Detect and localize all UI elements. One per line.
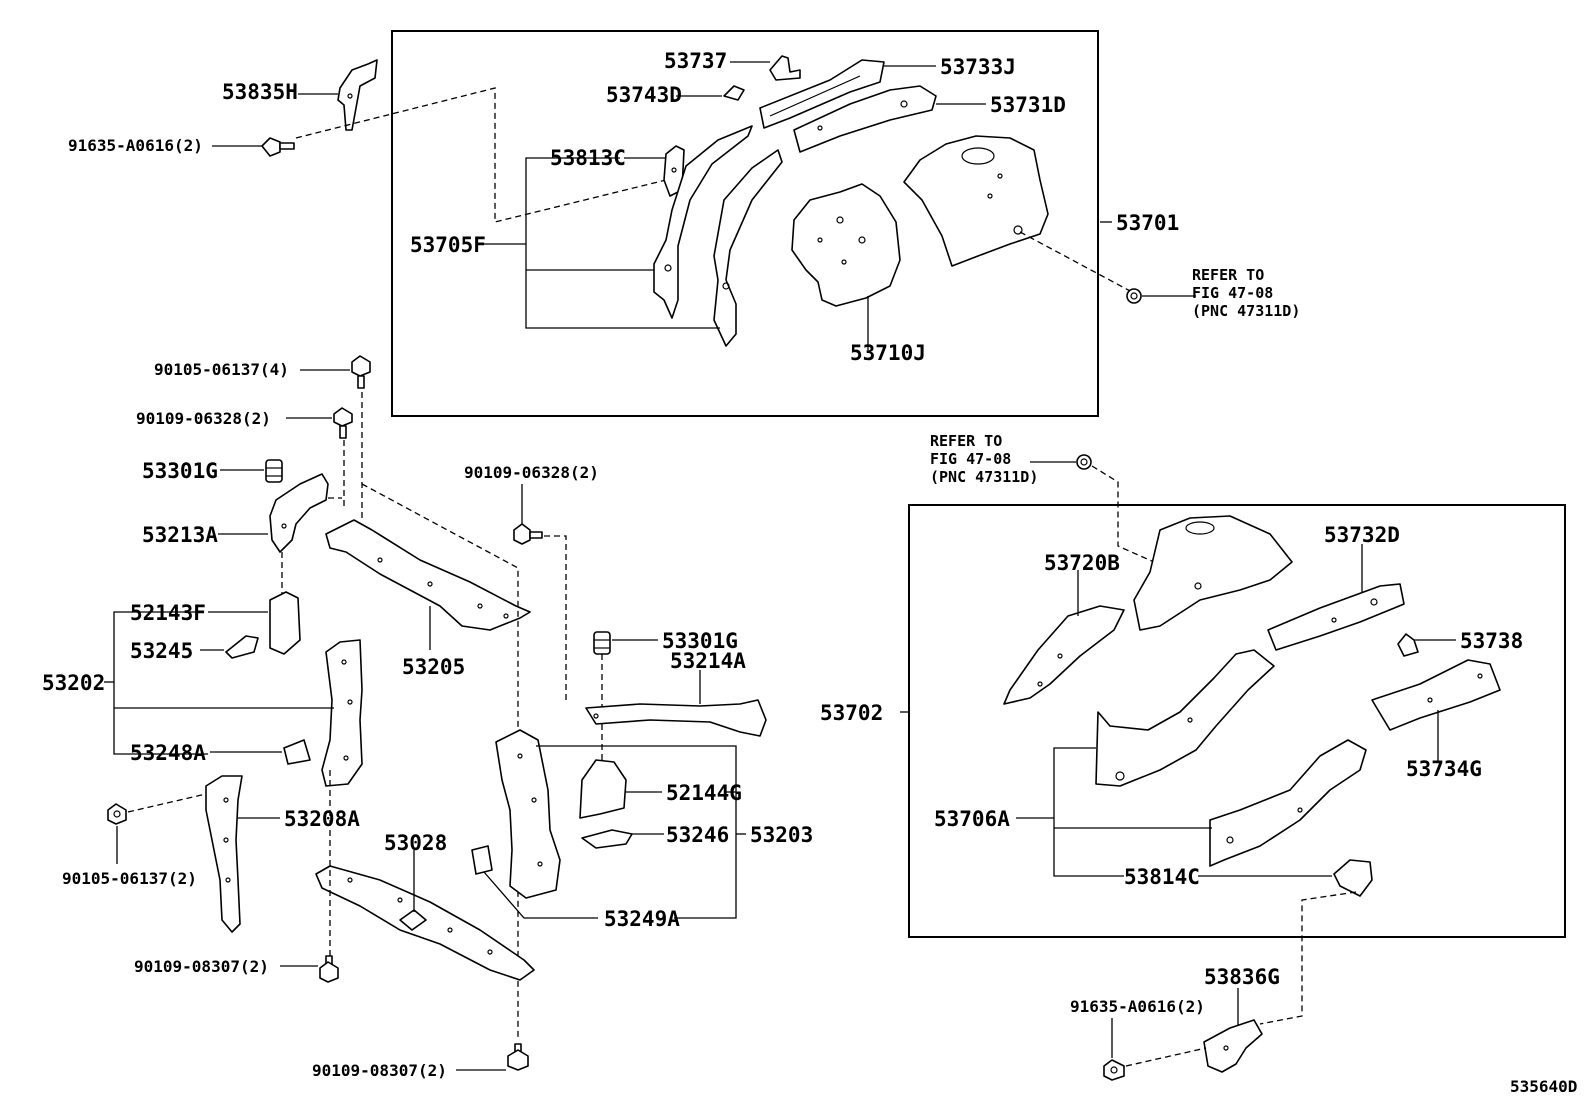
label-90105-2: 90105-06137(2) [62,869,197,888]
label-53702: 53702 [820,701,883,725]
label-53028: 53028 [384,831,447,855]
label-90109-left: 90109-06328(2) [136,409,271,428]
label-52143F: 52143F [130,601,206,625]
part-53301G-mid [593,631,611,655]
label-53706A: 53706A [934,807,1010,831]
nut-refer-top [1126,288,1142,304]
part-53246 [581,829,633,849]
group-box-53702 [908,504,1566,938]
bolt-90105-06137-2 [107,803,127,825]
label-53813C: 53813C [550,146,626,170]
label-90105-4: 90105-06137(4) [154,360,289,379]
part-53028 [315,865,535,981]
label-91635-bot: 91635-A0616(2) [1070,997,1205,1016]
label-53205: 53205 [402,655,465,679]
label-53208A: 53208A [284,807,360,831]
part-53249A [471,845,493,875]
part-53706A-upper [1095,649,1275,787]
part-53248A [283,739,311,765]
part-53705F-a [653,125,753,319]
label-53733J: 53733J [940,55,1016,79]
bolt-90109-08307-a [319,955,339,983]
label-53301G-mid: 53301G [662,629,738,653]
part-53710J [791,183,901,307]
label-53245: 53245 [130,639,193,663]
label-53214A: 53214A [670,649,746,673]
bolt-90109-06328-left [333,407,353,439]
label-53836G: 53836G [1204,965,1280,989]
label-53248A: 53248A [130,741,206,765]
group-box-53701 [391,30,1099,417]
label-53734G: 53734G [1406,757,1482,781]
label-91635-top: 91635-A0616(2) [68,136,203,155]
bolt-91635-top [261,137,295,157]
part-53245 [225,635,259,659]
label-90109-08307-b: 90109-08307(2) [312,1061,447,1080]
label-53743D: 53743D [606,83,682,107]
part-53720B [1003,605,1125,705]
part-53732D [1267,583,1405,651]
label-90109-mid: 90109-06328(2) [464,463,599,482]
label-53737: 53737 [664,49,727,73]
part-52143F [269,591,301,655]
label-53731D: 53731D [990,93,1066,117]
part-53202-support [321,639,363,787]
label-53732D: 53732D [1324,523,1400,547]
nut-refer-right [1076,454,1092,470]
refer-right-line1: REFER TO [930,432,1002,450]
part-53203-support [495,729,561,899]
part-53213A [269,473,329,553]
refer-right-line3: (PNC 47311D) [930,468,1038,486]
part-53743D [723,85,745,101]
label-53246: 53246 [666,823,729,847]
bolt-90109-06328-mid [513,523,543,545]
diagram-code: 535640D [1510,1077,1577,1096]
part-53734G [1371,659,1501,731]
label-53720B: 53720B [1044,551,1120,575]
part-53208A [205,775,243,933]
label-53814C: 53814C [1124,865,1200,889]
label-53249A: 53249A [604,907,680,931]
refer-top-line3: (PNC 47311D) [1192,302,1300,320]
bolt-91635-bot [1103,1059,1125,1081]
part-53731D [793,85,937,153]
refer-top-line2: FIG 47-08 [1192,284,1273,302]
part-53701 [903,135,1049,267]
part-53301G-left [265,459,283,483]
label-53203: 53203 [750,823,813,847]
label-53835H: 53835H [222,80,298,104]
part-53737 [769,55,801,81]
label-53705F: 53705F [410,233,486,257]
bolt-90109-08307-b [507,1043,529,1071]
bolt-90105-06137-4 [351,355,371,389]
label-53301G-left: 53301G [142,459,218,483]
label-53213A: 53213A [142,523,218,547]
label-53738: 53738 [1460,629,1523,653]
label-52144G: 52144G [666,781,742,805]
part-53835H [337,59,378,131]
part-53705F-b [713,149,783,347]
part-53214A [585,699,767,737]
part-53706A-lower [1209,739,1367,867]
label-53701: 53701 [1116,211,1179,235]
part-53733J [759,59,885,129]
refer-top-line1: REFER TO [1192,266,1264,284]
label-53710J: 53710J [850,341,926,365]
part-53836G [1203,1019,1263,1073]
label-90109-08307-a: 90109-08307(2) [134,957,269,976]
part-53738 [1397,633,1419,657]
label-53202: 53202 [42,671,105,695]
part-apron-tower [1133,515,1293,631]
part-53814C [1333,859,1373,897]
part-53205 [325,519,531,631]
part-52144G [579,759,627,819]
refer-right-line2: FIG 47-08 [930,450,1011,468]
